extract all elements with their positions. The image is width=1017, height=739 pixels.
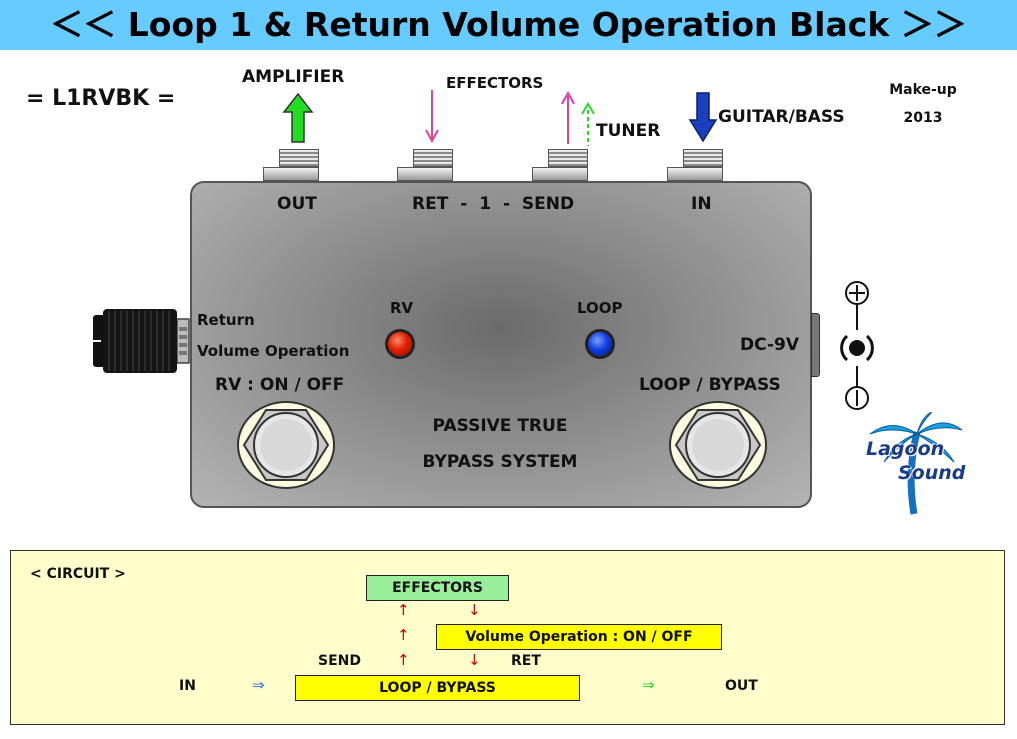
loop-led-label: LOOP — [577, 299, 623, 317]
dc-plug-icon — [840, 334, 874, 362]
send-jack-nut — [532, 167, 588, 181]
rv-switch-label: RV : ON / OFF — [215, 375, 345, 395]
ret-jack-nut — [397, 167, 453, 181]
loop-bypass-footswitch[interactable] — [668, 400, 768, 490]
minus-icon — [845, 386, 869, 410]
title-bar — [0, 0, 1017, 50]
circuit-send-up-arrow-1: ↑ — [397, 601, 410, 619]
circuit-in-label: IN — [179, 678, 196, 694]
rv-footswitch[interactable] — [236, 400, 336, 490]
send-jack-thread — [548, 149, 588, 167]
return-volume-knob[interactable] — [85, 305, 195, 377]
circuit-heading: < CIRCUIT > — [30, 566, 126, 582]
circuit-send-label: SEND — [318, 653, 361, 669]
dc-jack-body — [811, 313, 820, 377]
signal-arrows — [282, 90, 718, 146]
makeup-label: Make-up — [889, 82, 957, 98]
dc-polarity-diagram — [840, 281, 874, 410]
model-code: = L1RVBK = — [26, 86, 176, 111]
effectors-label: EFFECTORS — [446, 74, 544, 92]
return-down-arrow-icon — [425, 90, 439, 144]
circuit-ret-down-arrow-1: ↓ — [468, 601, 481, 619]
knob-label-volume-operation: Volume Operation — [197, 342, 350, 360]
plus-icon — [845, 281, 869, 305]
circuit-out-label: OUT — [725, 678, 758, 694]
circuit-out-arrow: ⇒ — [642, 676, 655, 694]
circuit-ret-label: RET — [511, 653, 541, 669]
send-up-arrow-icon — [561, 90, 575, 144]
knob-label-return: Return — [197, 311, 255, 329]
guitar-bass-label: GUITAR/BASS — [718, 107, 845, 127]
dc-9v-label: DC-9V — [740, 335, 800, 355]
makeup-year: 2013 — [903, 110, 943, 126]
out-jack-thread — [279, 149, 319, 167]
in-jack-nut — [667, 167, 723, 181]
palm-tree-icon — [869, 412, 963, 515]
out-jack-nut — [263, 167, 319, 181]
in-jack-label: IN — [691, 194, 712, 214]
circuit-send-up-arrow-2: ↑ — [397, 626, 410, 644]
ret-send-jack-label: RET - 1 - SEND — [412, 194, 575, 214]
amplifier-arrow-icon — [282, 92, 314, 143]
logo-text-sound: Sound — [898, 462, 966, 484]
in-jack-thread — [683, 149, 723, 167]
amplifier-label: AMPLIFIER — [242, 67, 345, 87]
circuit-send-up-arrow-3: ↑ — [397, 651, 410, 669]
logo-text-lagoon: Lagoon — [866, 438, 945, 460]
loop-led-indicator — [585, 329, 615, 359]
page-title: ＜＜ Loop 1 & Return Volume Operation Blac… — [50, 5, 967, 44]
rv-led-indicator — [385, 329, 415, 359]
tuner-dashed-arrow-icon — [581, 102, 595, 146]
guitar-in-arrow-icon — [688, 92, 718, 143]
tuner-label: TUNER — [596, 121, 661, 141]
rv-led-label: RV — [390, 299, 414, 317]
passive-true-text: PASSIVE TRUE — [432, 416, 568, 436]
ret-jack-thread — [413, 149, 453, 167]
bypass-system-text: BYPASS SYSTEM — [422, 452, 578, 472]
circuit-in-arrow: ⇒ — [252, 676, 265, 694]
circuit-loop-bypass-box: LOOP / BYPASS — [295, 675, 580, 701]
circuit-effectors-box: EFFECTORS — [366, 575, 509, 601]
out-jack-label: OUT — [277, 194, 317, 214]
circuit-ret-down-arrow-2: ↓ — [468, 651, 481, 669]
circuit-volume-operation-box: Volume Operation : ON / OFF — [436, 624, 722, 650]
loop-switch-label: LOOP / BYPASS — [639, 375, 781, 395]
lagoon-sound-logo — [869, 412, 963, 515]
